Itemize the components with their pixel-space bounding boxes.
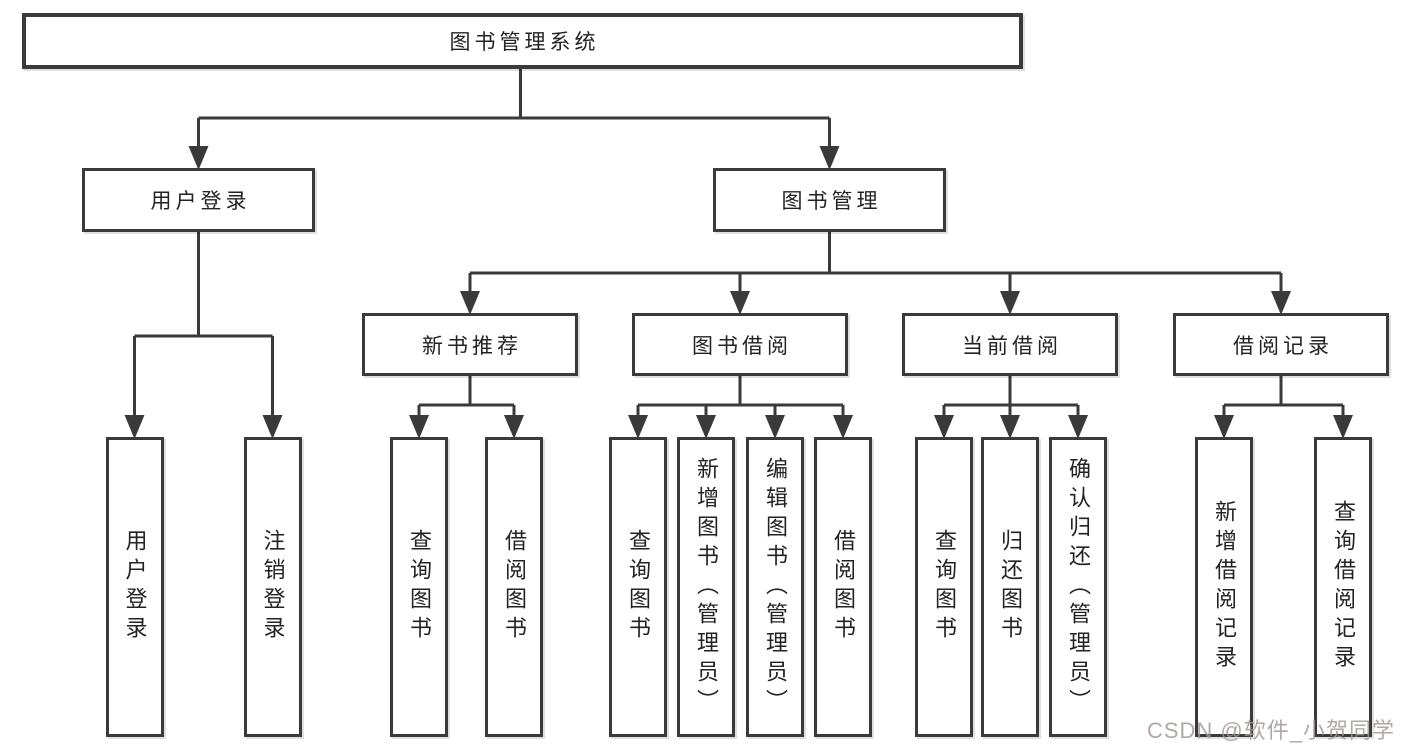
node-library-system-label: 图书管理系统 xyxy=(449,31,600,54)
node-book-management: 图书管理 xyxy=(713,168,946,232)
node-user-login-label: 用户登录 xyxy=(150,190,251,213)
leaf-add-book-admin: 新增图书（管理员） xyxy=(677,437,735,737)
leaf-confirm-return-admin: 确认归还（管理员） xyxy=(1049,437,1107,737)
node-library-system: 图书管理系统 xyxy=(22,13,1023,69)
leaf-edit-book-admin: 编辑图书（管理员） xyxy=(746,437,804,737)
leaf-confirm-return-admin-label: 确认归还（管理员） xyxy=(1066,456,1091,718)
node-user-login: 用户登录 xyxy=(82,168,315,232)
node-current-borrowing: 当前借阅 xyxy=(902,313,1118,376)
leaf-add-borrow-record: 新增借阅记录 xyxy=(1195,437,1253,737)
leaf-return-book-label: 归还图书 xyxy=(998,529,1023,645)
leaf-user-login-label: 用户登录 xyxy=(122,529,148,645)
node-new-book-recommendation: 新书推荐 xyxy=(362,313,578,376)
leaf-borrow-books-borrowing: 借阅图书 xyxy=(814,437,872,737)
leaf-user-login: 用户登录 xyxy=(105,437,164,737)
leaf-borrow-books-recommend: 借阅图书 xyxy=(485,437,543,737)
leaf-query-books-recommend: 查询图书 xyxy=(390,437,448,737)
leaf-return-book: 归还图书 xyxy=(981,437,1039,737)
leaf-add-book-admin-label: 新增图书（管理员） xyxy=(694,456,719,718)
leaf-query-borrow-record: 查询借阅记录 xyxy=(1314,437,1372,737)
leaf-query-books-current-label: 查询图书 xyxy=(932,529,957,645)
leaf-borrow-books-borrowing-label: 借阅图书 xyxy=(831,529,856,645)
leaf-query-books-current: 查询图书 xyxy=(915,437,973,737)
leaf-logout-label: 注销登录 xyxy=(260,529,286,645)
leaf-borrow-books-recommend-label: 借阅图书 xyxy=(502,529,527,645)
node-borrowing-records: 借阅记录 xyxy=(1173,313,1389,376)
leaf-query-books-borrowing: 查询图书 xyxy=(609,437,667,737)
node-current-borrowing-label: 当前借阅 xyxy=(962,334,1062,358)
node-book-borrowing-label: 图书借阅 xyxy=(692,334,792,358)
node-new-book-recommendation-label: 新书推荐 xyxy=(422,334,522,358)
node-book-management-label: 图书管理 xyxy=(781,190,882,213)
leaf-query-books-recommend-label: 查询图书 xyxy=(407,529,432,645)
leaf-query-books-borrowing-label: 查询图书 xyxy=(626,529,651,645)
node-borrowing-records-label: 借阅记录 xyxy=(1233,334,1333,358)
node-book-borrowing: 图书借阅 xyxy=(632,313,848,376)
leaf-query-borrow-record-label: 查询借阅记录 xyxy=(1331,500,1356,674)
leaf-add-borrow-record-label: 新增借阅记录 xyxy=(1212,500,1237,674)
leaf-logout: 注销登录 xyxy=(243,437,302,737)
leaf-edit-book-admin-label: 编辑图书（管理员） xyxy=(763,456,788,718)
watermark-text: CSDN @软件_小贺同学 xyxy=(1146,718,1395,743)
